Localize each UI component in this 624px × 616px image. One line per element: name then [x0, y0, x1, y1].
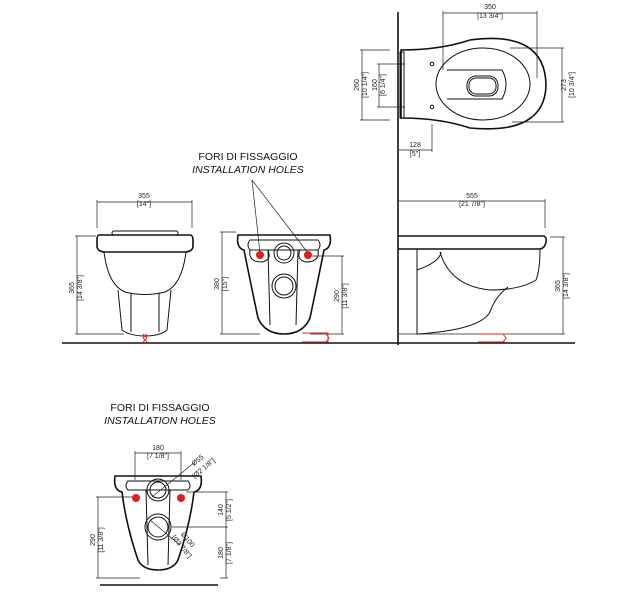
back-view: FORI DI FISSAGGIO INSTALLATION HOLES 380…	[192, 151, 349, 343]
dim-128: 128	[409, 142, 421, 149]
dim-365: 365	[69, 282, 76, 294]
dim-555-in: [21 7/8"]	[459, 201, 485, 208]
label-fixing-holes-it-2: FORI DI FISSAGGIO	[110, 402, 209, 414]
seat-hinge	[399, 51, 405, 119]
dim-365-side-in: [14 3/8"]	[563, 273, 570, 299]
fixing-hole-left-2	[132, 494, 140, 502]
seat-hole-icon	[429, 61, 435, 67]
dim-128-in: [5"]	[410, 151, 420, 158]
dim-380: 380	[214, 278, 221, 290]
inner-rim	[435, 47, 531, 121]
dim-140: 140	[218, 504, 225, 516]
detail-view: FORI DI FISSAGGIO INSTALLATION HOLES 180…	[90, 402, 233, 586]
side-view: 555 [21 7/8"] 365 [14 3/8"]	[398, 193, 570, 343]
dim-290-detail-in: [11 3/8"]	[98, 527, 105, 552]
dim-290: 290	[334, 290, 341, 302]
dim-180-spacing-in: [7 1/8"]	[147, 453, 169, 460]
dim-180-spacing: 180	[152, 445, 164, 452]
dim-273-in: [10 3/4"]	[569, 72, 576, 98]
dim-290-in: [11 3/8"]	[342, 283, 349, 308]
dim-350-in: [13 3/4"]	[477, 13, 503, 20]
dim-355: 355	[138, 193, 150, 200]
dim-140-in: [5 1/2"]	[226, 499, 233, 521]
dim-290-detail: 290	[90, 534, 97, 546]
dim-260-in: [10 1/4"]	[362, 72, 369, 98]
bowl-outline	[400, 37, 547, 130]
flush-opening	[466, 75, 499, 97]
front-view: 355 [14"] 365 [14 3/8"]	[69, 193, 194, 343]
top-view: 350 [13 3/4"] 273 [10 3/4"] 260 [10 1/4"…	[354, 4, 576, 345]
label-installation-holes: INSTALLATION HOLES	[192, 164, 304, 176]
dim-180-height: 180	[218, 547, 225, 559]
dim-160-in: [6 1/4"]	[380, 74, 387, 96]
fixing-hole-right	[304, 251, 312, 259]
dim-273: 273	[561, 79, 568, 91]
fixing-hole-left	[256, 251, 264, 259]
seat-hole-icon	[429, 104, 435, 110]
dim-180-height-in: [7 1/8"]	[226, 542, 233, 564]
flush-opening-inner	[468, 77, 497, 95]
dim-160: 160	[372, 79, 379, 91]
fixing-hole-right-2	[177, 494, 185, 502]
dim-350: 350	[484, 4, 496, 11]
label-installation-holes-2: INSTALLATION HOLES	[104, 415, 216, 427]
dim-355-in: [14"]	[137, 201, 151, 208]
dim-380-in: [15"]	[222, 277, 229, 291]
dim-365-side: 365	[555, 280, 562, 292]
label-fixing-holes-it: FORI DI FISSAGGIO	[198, 151, 297, 163]
dim-365-in: [14 3/8"]	[77, 275, 84, 301]
dim-260: 260	[354, 79, 361, 91]
seat-insert	[447, 69, 507, 100]
dim-555: 555	[466, 193, 478, 200]
